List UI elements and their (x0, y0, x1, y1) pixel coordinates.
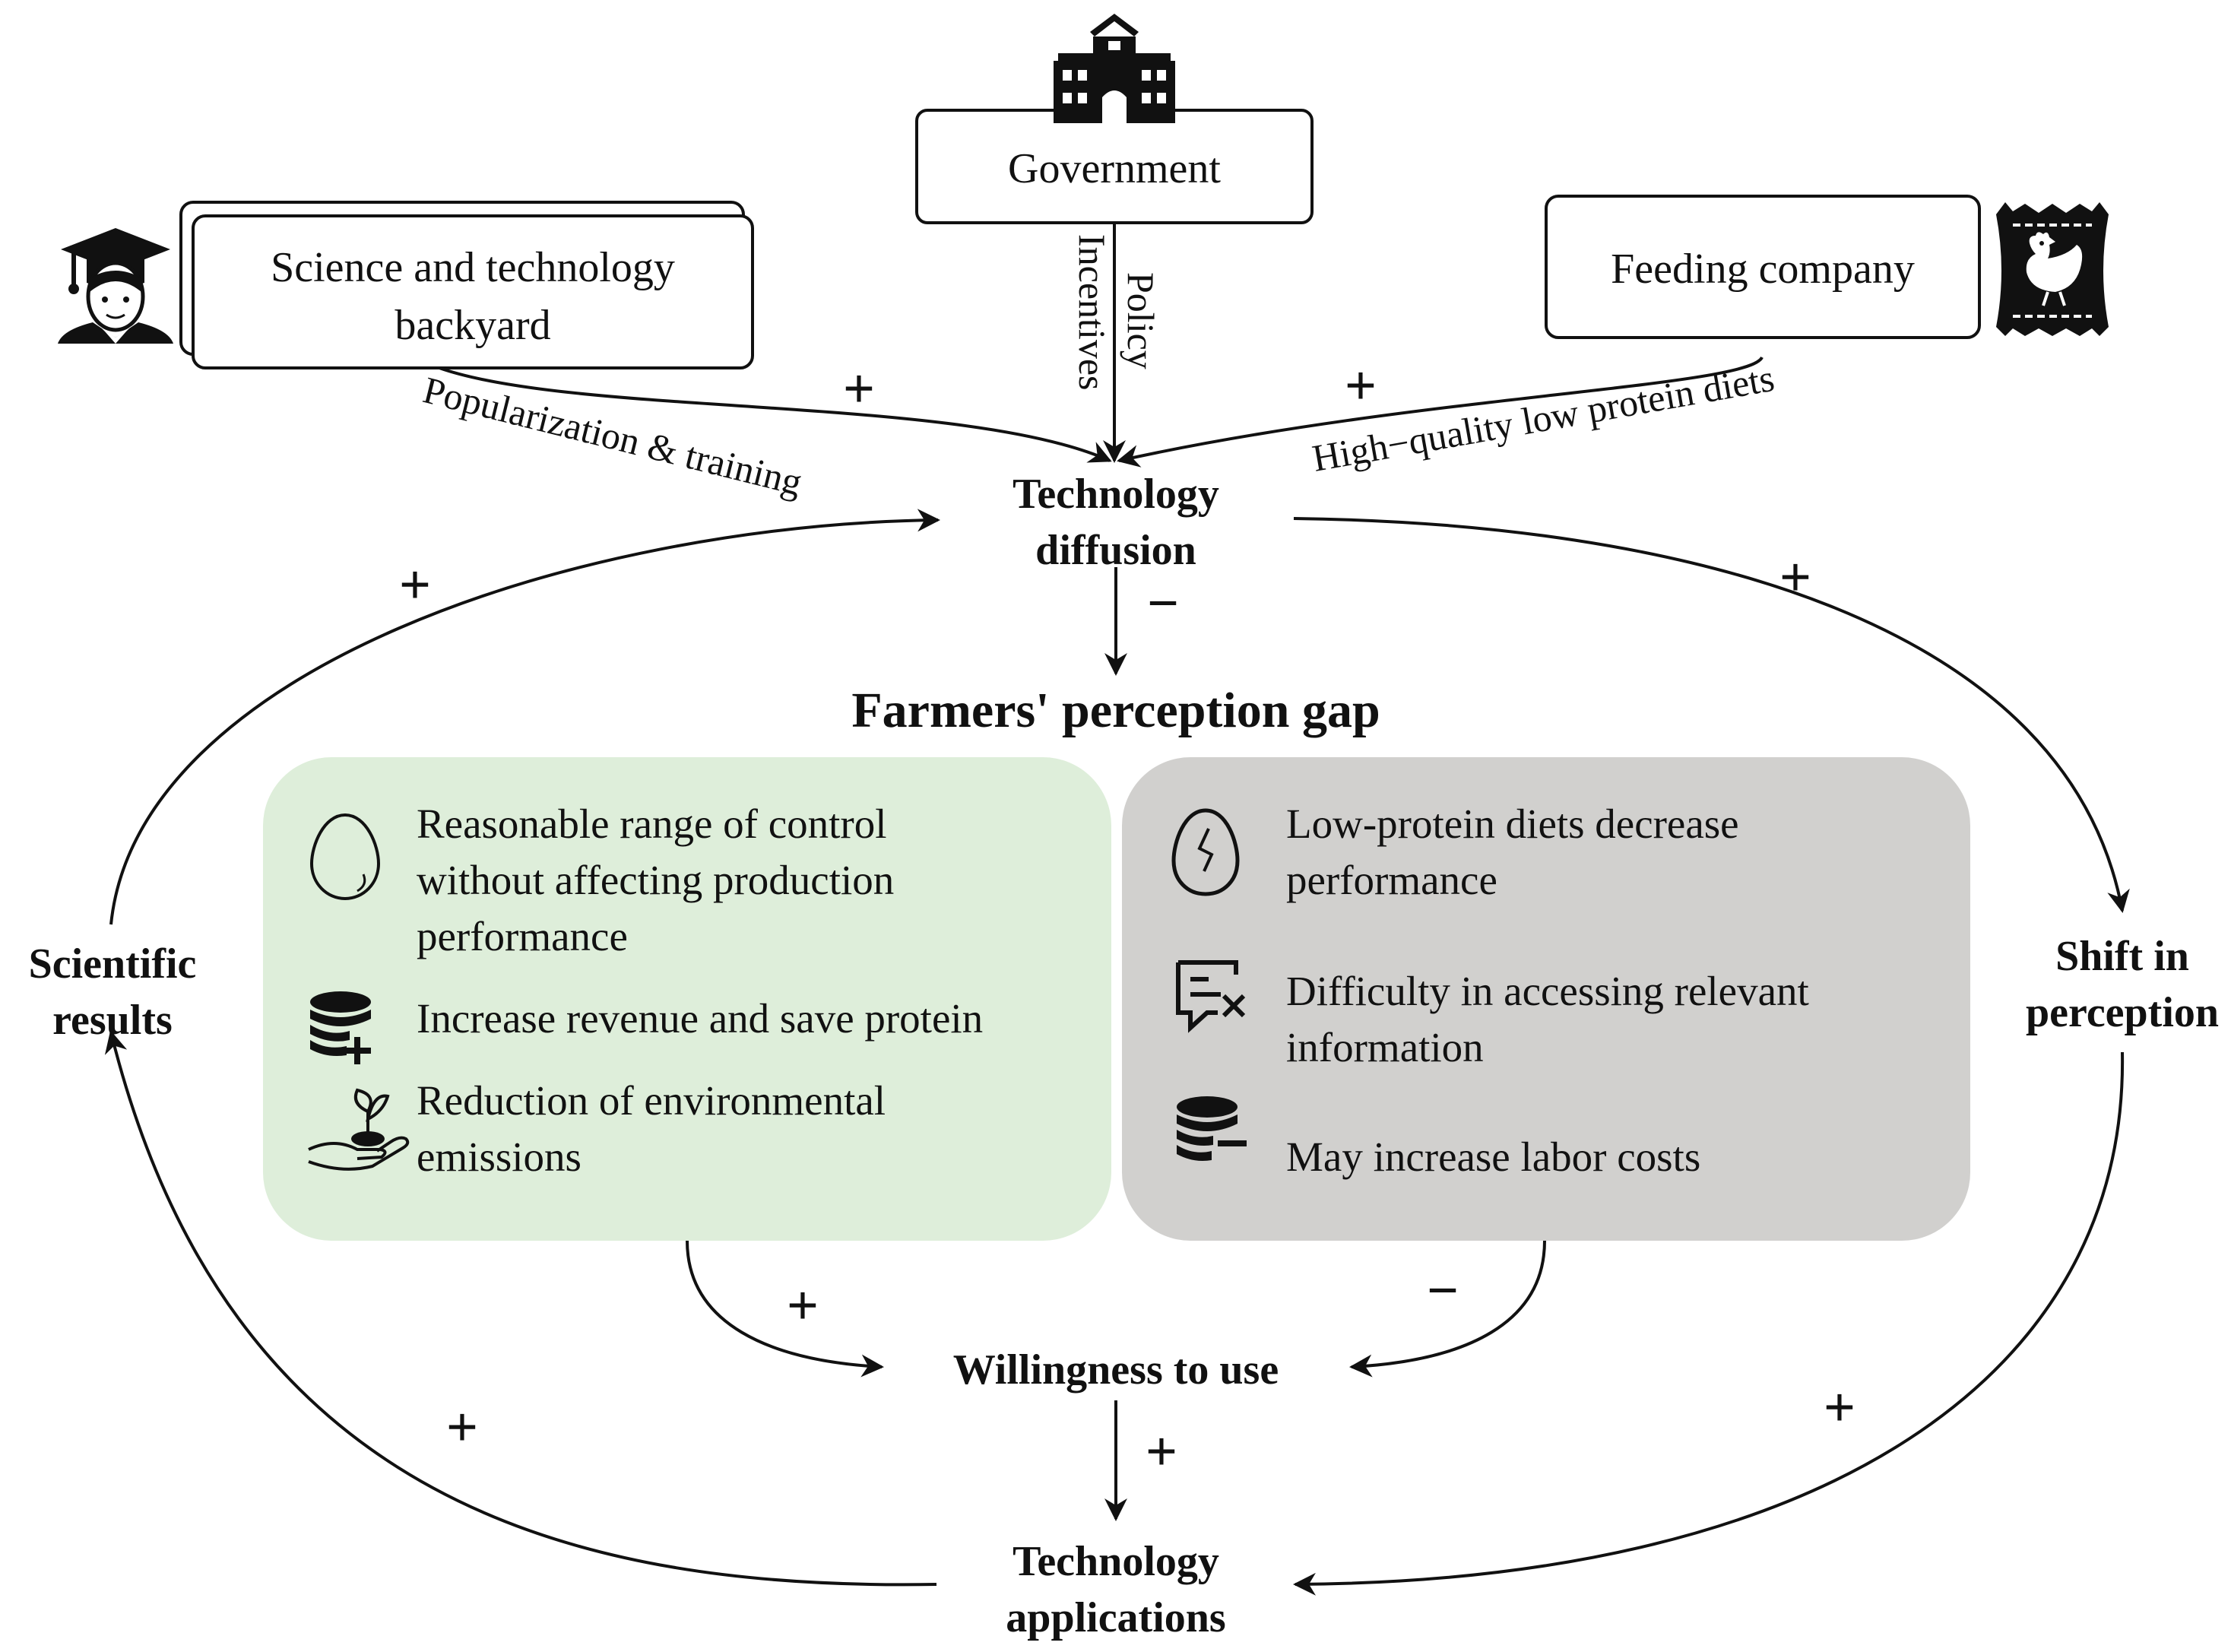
feeding-to-diffusion-arrow (1117, 356, 1764, 468)
incentives-label: Incentives (1071, 234, 1114, 390)
scientific-diffusion-plus-sign: + (399, 554, 431, 617)
science-label-line2: backyard (395, 302, 550, 349)
feed-bag-chicken-icon (1996, 202, 2109, 336)
plant-hand-icon (308, 1088, 410, 1171)
positive-to-willingness-arrow (686, 1240, 884, 1378)
feeding-edge-plus-sign: + (1345, 355, 1377, 417)
technology-diffusion-label-line2: diffusion (1035, 527, 1196, 574)
diffusion-gap-minus-sign: − (1147, 572, 1179, 635)
feeding-node: Feeding company (1545, 195, 1981, 339)
message-x-icon (1176, 960, 1246, 1033)
negative-to-willingness-arrow (1349, 1240, 1546, 1378)
negative-perception-panel (1122, 757, 1970, 1241)
neg-item-2-line1: Difficulty in accessing relevant (1286, 968, 1809, 1014)
coin-minus-icon (1177, 1096, 1247, 1161)
shift-in-perception-label-line1: Shift in (2055, 933, 2189, 980)
science-to-diffusion-arrow (439, 366, 1112, 463)
government-building-icon (1054, 14, 1175, 123)
application-to-scientific-arrow (104, 1030, 937, 1587)
science-label-line1: Science and technology (271, 244, 675, 291)
shift-in-perception-label-line2: perception (2026, 989, 2219, 1036)
scientist-icon (58, 228, 173, 344)
pos-item-3-line1: Reduction of environmental (417, 1077, 886, 1124)
popularization-label: Popularization & training (419, 368, 806, 503)
science-edge-plus-sign: + (843, 358, 875, 420)
pos-item-1-line2: without affecting production (417, 857, 894, 903)
perception-gap-title: Farmers' perception gap (851, 683, 1380, 738)
scientific-results-label-line2: results (52, 997, 173, 1044)
pos-item-1-line1: Reasonable range of control (417, 801, 887, 847)
willingness-application-plus-sign: + (1146, 1421, 1177, 1483)
willingness-label: Willingness to use (953, 1346, 1279, 1394)
government-label: Government (1008, 145, 1221, 192)
feeding-label: Feeding company (1611, 246, 1915, 293)
egg-icon (309, 813, 381, 901)
application-scientific-plus-sign: + (446, 1397, 478, 1459)
pos-item-1-line3: performance (417, 913, 628, 959)
coin-plus-icon (310, 991, 371, 1064)
neg-item-3-line1: May increase labor costs (1286, 1134, 1700, 1180)
cracked-egg-icon (1171, 808, 1240, 896)
scientific-results-label-line1: Scientific (29, 940, 197, 988)
policy-label: Policy (1120, 272, 1162, 369)
technology-applications-label-line2: applications (1006, 1594, 1225, 1641)
technology-applications-label-line1: Technology (1013, 1538, 1219, 1585)
diffusion-shift-plus-sign: + (1779, 547, 1811, 609)
negative-willingness-minus-sign: − (1427, 1260, 1459, 1322)
technology-diffusion-label-line1: Technology (1013, 471, 1219, 518)
government-node: Government (915, 109, 1314, 224)
high-quality-label: High−quality low protein diets (1309, 357, 1777, 480)
diffusion-to-shift-arrow (1293, 517, 2130, 913)
neg-item-2-line2: information (1286, 1024, 1484, 1070)
positive-perception-panel (263, 757, 1111, 1241)
scientific-to-diffusion-arrow (109, 509, 940, 925)
positive-willingness-plus-sign: + (787, 1275, 819, 1337)
shift-application-plus-sign: + (1824, 1377, 1855, 1439)
pos-item-3-line2: emissions (417, 1134, 582, 1180)
neg-item-1-line1: Low-protein diets decrease (1286, 801, 1739, 847)
neg-item-1-line2: performance (1286, 857, 1497, 903)
science-node: Science and technology backyard (179, 201, 754, 369)
shift-to-application-arrow (1293, 1051, 2125, 1596)
pos-item-2-line1: Increase revenue and save protein (417, 995, 983, 1042)
